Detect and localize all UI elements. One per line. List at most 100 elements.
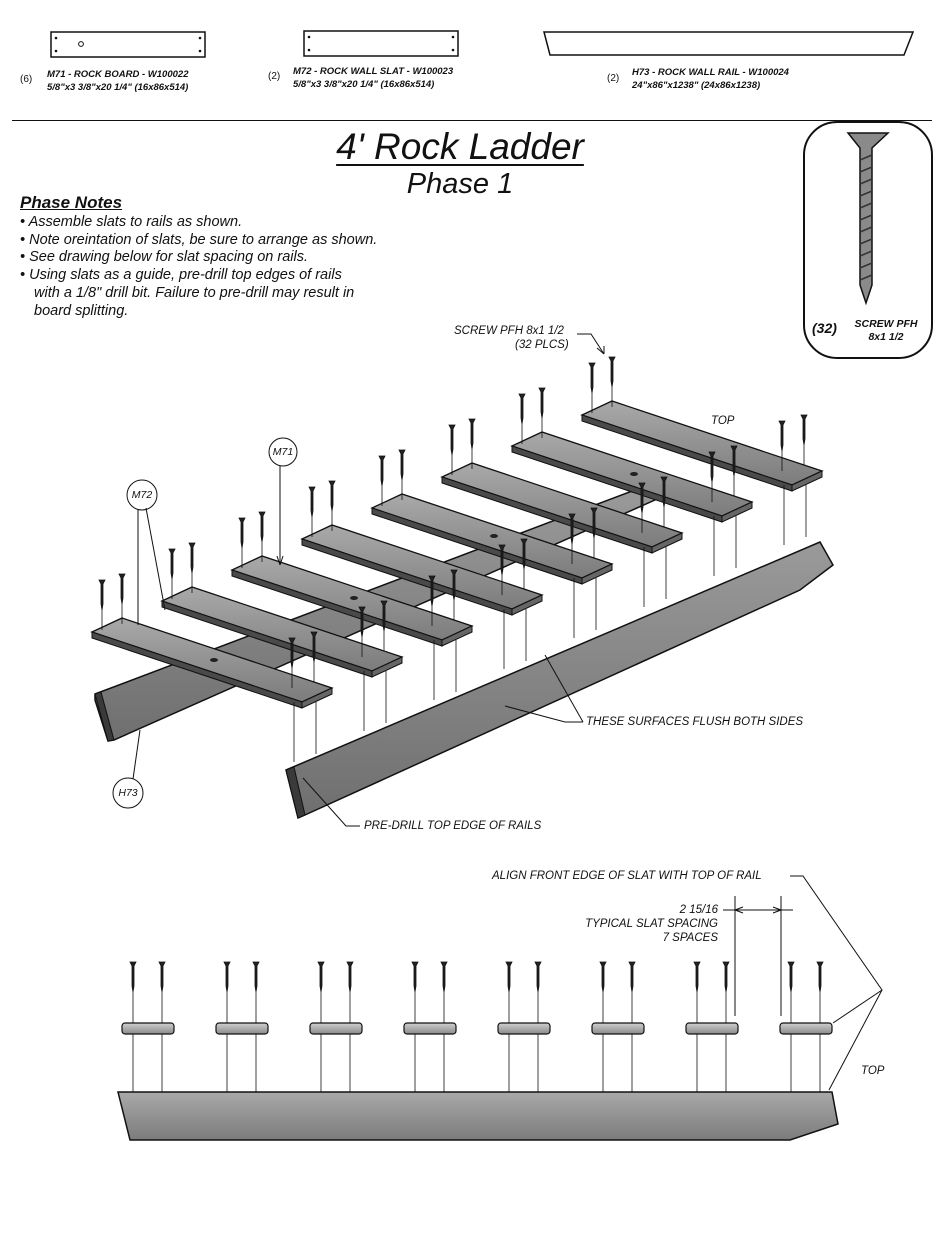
screw-icon (816, 961, 824, 993)
screw-icon (660, 476, 668, 508)
screw-icon (223, 961, 231, 993)
screw-icon (800, 414, 808, 446)
screw-icon (398, 449, 406, 481)
screw-icon (778, 420, 786, 452)
screw-icon (787, 961, 795, 993)
slat (90, 617, 334, 709)
slat (370, 493, 614, 585)
screw-icon (693, 961, 701, 993)
part-m72-name: M72 - ROCK WALL SLAT - W100023 (293, 66, 454, 77)
slat-section (403, 1022, 457, 1035)
h73-callout: H73 (118, 787, 138, 799)
predrill-callout: PRE-DRILL TOP EDGE OF RAILS (364, 820, 542, 832)
screw-icon (310, 631, 318, 663)
screw-icon (411, 961, 419, 993)
slat (300, 524, 544, 616)
note-line: • See drawing below for slat spacing on … (20, 249, 308, 265)
slat (510, 431, 754, 523)
spacing-value: 2 15/16 (679, 904, 718, 916)
part-h73-size: 24"x86"x1238" (24x86x1238) (632, 80, 761, 91)
slat-section (591, 1022, 645, 1035)
part-m71-name: M71 - ROCK BOARD - W100022 (47, 69, 189, 80)
screw-icon (317, 961, 325, 993)
note-line: • Using slats as a guide, pre-drill top … (20, 267, 342, 283)
screw-callout: SCREW PFH 8x1 1/2 (454, 325, 564, 337)
hardware-box (803, 121, 933, 359)
screw-icon (568, 513, 576, 545)
screw-icon (168, 548, 176, 580)
flush-callout: THESE SURFACES FLUSH BOTH SIDES (586, 716, 804, 728)
upper-slats (90, 400, 824, 709)
part-h73-qty: (2) (607, 73, 620, 84)
slat (230, 555, 474, 647)
m71-callout: M71 (272, 446, 294, 458)
top-label-lower: TOP (861, 1065, 885, 1077)
screw-icon (129, 961, 137, 993)
slat-section (779, 1022, 833, 1035)
screw-icon (188, 542, 196, 574)
slat-section (309, 1022, 363, 1035)
screw-icon (378, 455, 386, 487)
screw-icon (520, 538, 528, 570)
rock-wall-rail-icon (543, 31, 915, 56)
screw-icon (518, 393, 526, 425)
lower-callouts (723, 875, 883, 1091)
lower-slats-and-screws (121, 961, 833, 1092)
screw-icon (98, 579, 106, 611)
note-line: • Assemble slats to rails as shown. (20, 214, 243, 230)
part-h73-name: H73 - ROCK WALL RAIL - W100024 (632, 67, 789, 78)
screw-icon (118, 573, 126, 605)
page-title: 4' Rock Ladder (336, 126, 584, 167)
lower-rail (117, 1091, 839, 1141)
m72-callout: M72 (131, 489, 153, 501)
top-label-upper: TOP (711, 415, 735, 427)
note-line: with a 1/8" drill bit. Failure to pre-dr… (34, 285, 355, 301)
upper-callouts (112, 333, 605, 827)
screw-icon (358, 606, 366, 638)
screw-icon (158, 961, 166, 993)
slat (160, 586, 404, 678)
screw-icon (428, 575, 436, 607)
screw-icon (498, 544, 506, 576)
screw-icon (590, 507, 598, 539)
screw-icon (252, 961, 260, 993)
screw-icon (608, 356, 616, 388)
screw-icon (288, 637, 296, 669)
screw-icon (722, 961, 730, 993)
part-m71-size: 5/8"x3 3/8"x20 1/4" (16x86x514) (47, 82, 189, 93)
page-subtitle: Phase 1 (406, 168, 514, 200)
screw-icon (238, 517, 246, 549)
note-line: board splitting. (34, 303, 129, 319)
screw-icon (380, 600, 388, 632)
screw-callout-count: (32 PLCS) (515, 339, 569, 351)
slat-section (215, 1022, 269, 1035)
screw-qty: (32) (812, 320, 837, 336)
slat-section (497, 1022, 551, 1035)
screw-icon (308, 486, 316, 518)
screw-size: 8x1 1/2 (868, 331, 904, 343)
screw-icon (628, 961, 636, 993)
screw-icon (346, 961, 354, 993)
header-divider (12, 120, 932, 121)
rock-board-icon (50, 31, 206, 58)
slat (580, 400, 824, 492)
screw-icon (846, 132, 890, 306)
screw-icon (450, 569, 458, 601)
screw-icon (328, 480, 336, 512)
screw-icon (440, 961, 448, 993)
screw-icon (599, 961, 607, 993)
screw-icon (730, 445, 738, 477)
screw-icon (534, 961, 542, 993)
rock-wall-slat-icon (303, 30, 459, 57)
slat-section (685, 1022, 739, 1035)
align-callout: ALIGN FRONT EDGE OF SLAT WITH TOP OF RAI… (492, 870, 762, 882)
spacing-desc: TYPICAL SLAT SPACING (585, 918, 718, 930)
phase-notes-heading: Phase Notes (20, 193, 123, 212)
screw-icon (258, 511, 266, 543)
screw-icon (708, 451, 716, 483)
slat-section (121, 1022, 175, 1035)
screw-icon (448, 424, 456, 456)
part-m72-size: 5/8"x3 3/8"x20 1/4" (16x86x514) (293, 79, 435, 90)
screw-icon (538, 387, 546, 419)
